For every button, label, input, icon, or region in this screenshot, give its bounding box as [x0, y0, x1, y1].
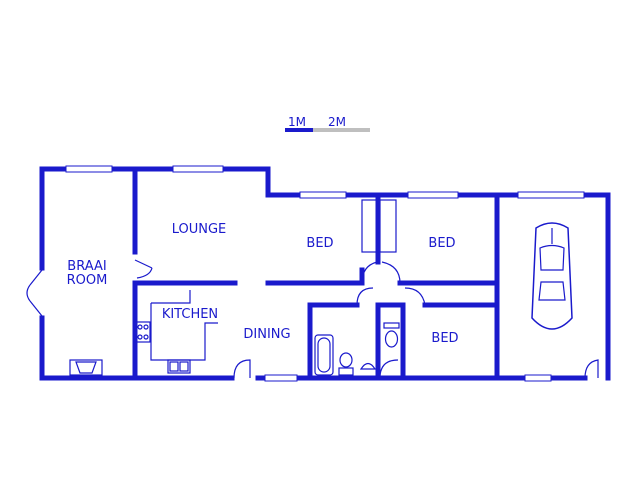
door-braai-lounge — [134, 259, 153, 269]
toilet-icon — [338, 352, 354, 376]
scale-bar-light-segment — [313, 128, 370, 132]
door-bed3 — [404, 287, 426, 306]
door-dining-exterior — [233, 359, 251, 379]
walls — [39, 166, 611, 381]
basin-icon — [359, 362, 377, 370]
window-garage-bottom — [524, 374, 552, 382]
scale-bar-dark-segment — [285, 128, 313, 132]
sink-icon — [167, 359, 191, 374]
fireplace-icon — [69, 359, 103, 376]
window-garage — [517, 191, 585, 199]
window-lounge — [172, 165, 224, 173]
door-braai-left-2 — [29, 300, 43, 317]
partitions — [150, 199, 397, 361]
door-braai-arc — [26, 284, 31, 302]
room-labels: BRAAI ROOM LOUNGE BED BED BED KITCHEN DI… — [67, 222, 459, 346]
window-bed1 — [299, 191, 347, 199]
room-label-bed-3: BED — [431, 331, 458, 346]
window-braai — [65, 165, 113, 173]
wc-toilet-icon — [383, 322, 400, 348]
room-label-dining: DINING — [243, 327, 290, 342]
room-label-kitchen: KITCHEN — [162, 307, 218, 322]
scale-label-1m: 1M — [288, 115, 306, 129]
door-wc — [379, 359, 399, 379]
door-braai-lounge-arc — [136, 267, 153, 279]
doors — [26, 259, 599, 379]
kitchen-counter — [150, 303, 218, 361]
room-label-lounge: LOUNGE — [172, 222, 227, 237]
scale-label-2m: 2M — [328, 115, 346, 129]
room-label-braai-line2: ROOM — [67, 273, 108, 288]
room-label-bed-2: BED — [428, 236, 455, 251]
stove-icon — [135, 321, 151, 343]
door-bed2 — [381, 261, 401, 284]
kitchen-counter-top — [151, 290, 191, 304]
window-dining — [264, 374, 298, 382]
cupboard-bed1 — [361, 199, 379, 253]
bathtub-icon — [314, 334, 334, 376]
windows — [65, 165, 585, 382]
door-garage — [584, 359, 599, 379]
room-label-braai-line1: BRAAI — [67, 259, 106, 274]
door-bed1 — [361, 261, 378, 284]
cupboard-bed2 — [379, 199, 397, 253]
scale-bar: 1M 2M — [285, 115, 370, 132]
room-label-bed-1: BED — [306, 236, 333, 251]
window-bed2 — [407, 191, 459, 199]
door-bath — [356, 287, 374, 306]
door-braai-left-1 — [29, 269, 43, 286]
car-icon — [531, 222, 573, 330]
